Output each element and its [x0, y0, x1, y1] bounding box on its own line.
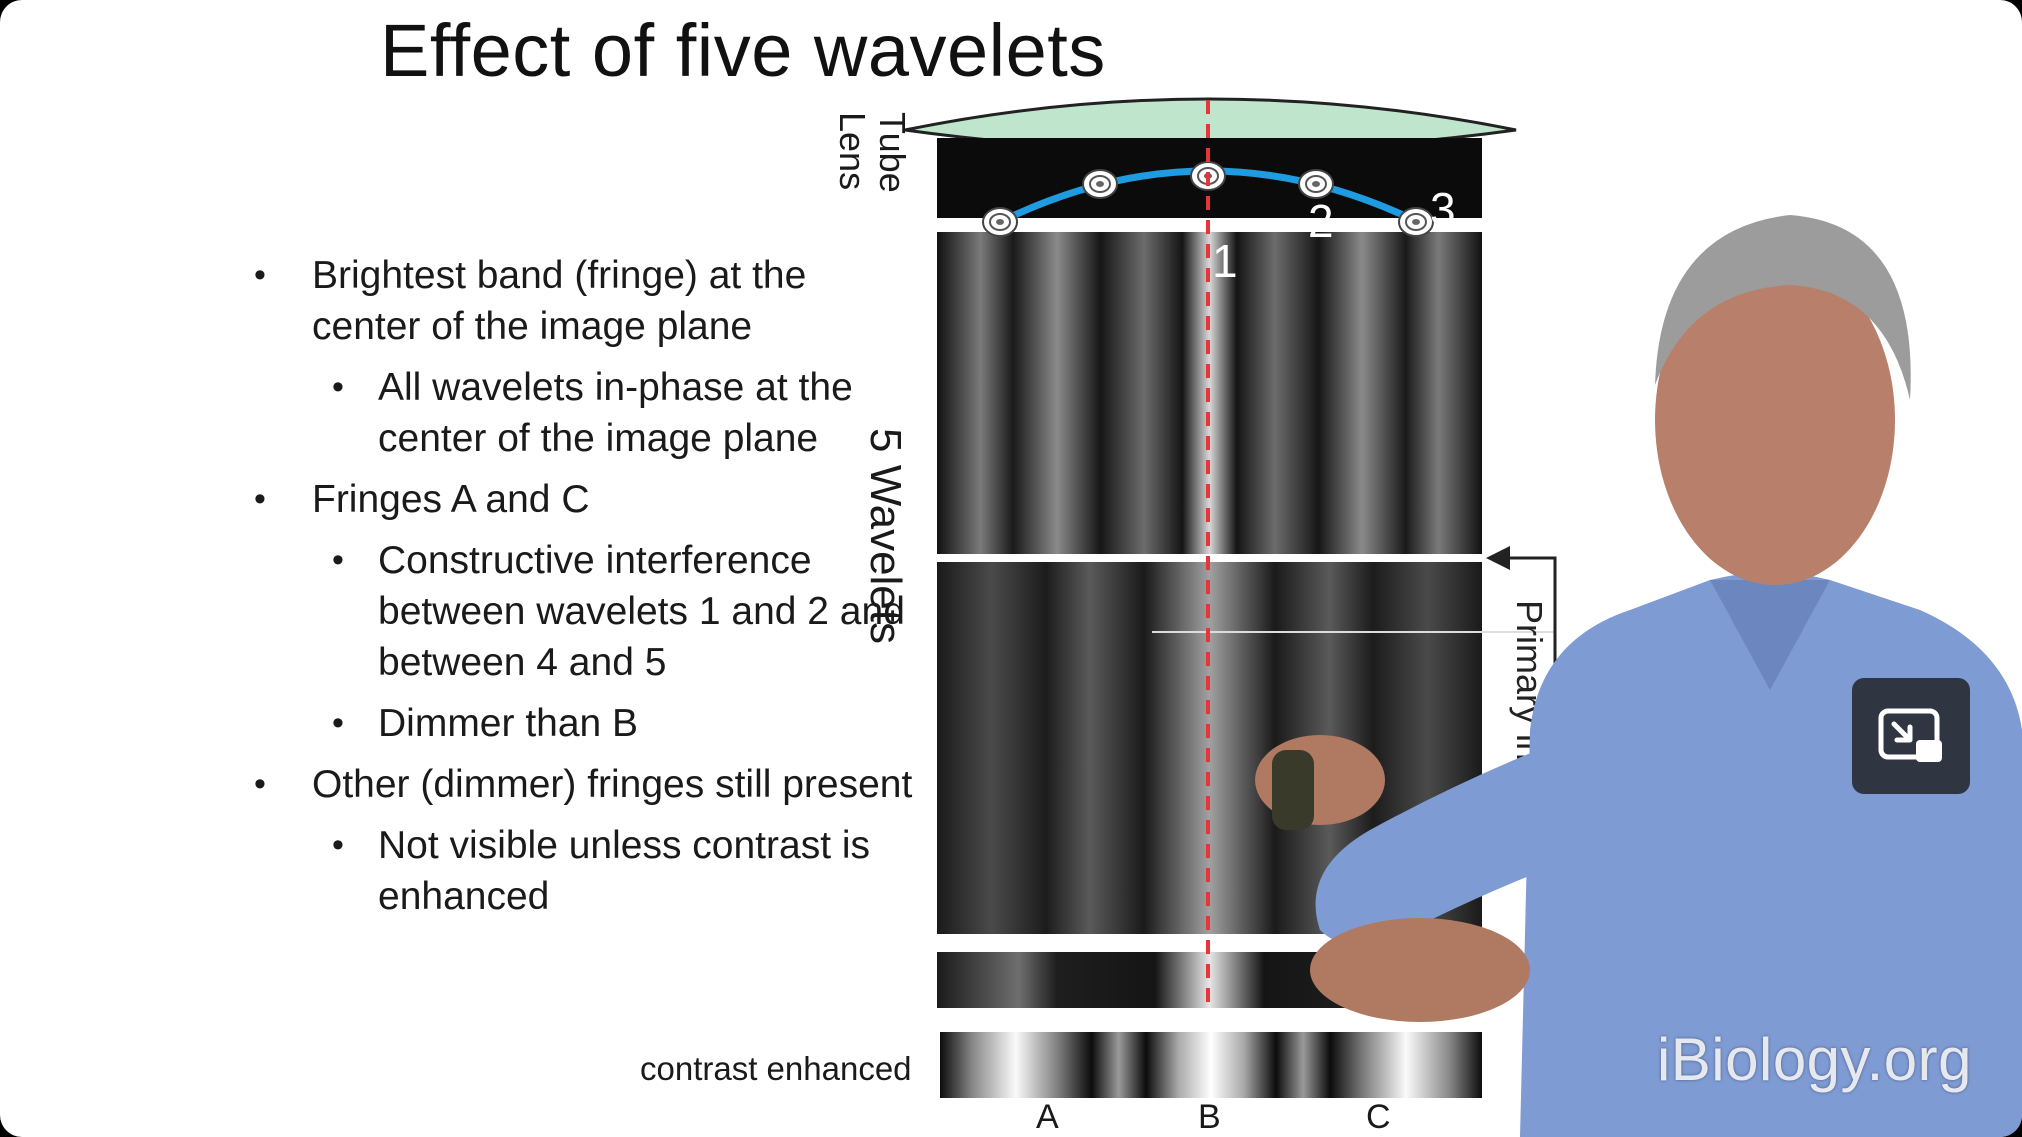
wavelet-number-label: 2: [1308, 195, 1334, 247]
sub-bullet-item: Constructive interference between wavele…: [240, 535, 920, 688]
sub-bullet-item: All wavelets in-phase at the center of t…: [240, 362, 920, 464]
tube-label-line: Tube: [872, 112, 913, 193]
picture-in-picture-exit-icon: [1878, 708, 1942, 762]
wavelet-source-icon: [1082, 169, 1118, 199]
wavelet-number-label: 3: [1430, 183, 1456, 235]
bullet-list: Brightest band (fringe) at the center of…: [240, 250, 920, 932]
fringe-label-a: A: [1036, 1098, 1059, 1136]
fringe-label-c: C: [1366, 1098, 1391, 1136]
wavelets-label: 5 Wavelets: [861, 428, 910, 645]
wavelet-source-icon: [1298, 169, 1334, 199]
bullet-item: Fringes A and C: [240, 474, 920, 525]
wavelet-number-label: 1: [1212, 235, 1238, 287]
lens-label-line: Lens: [832, 112, 873, 191]
bullet-item: Other (dimmer) fringes still present: [240, 759, 920, 810]
wavelet-source-icon: [982, 207, 1018, 237]
bullet-item: Brightest band (fringe) at the center of…: [240, 250, 920, 352]
arrow-head-icon: [1486, 546, 1510, 570]
slide-title: Effect of five wavelets: [380, 9, 1106, 92]
presenter-figure: [1255, 215, 2022, 1137]
tube-lens-label: Tube Lens: [832, 112, 913, 193]
sub-bullet-item: Dimmer than B: [240, 698, 920, 749]
sub-bullet-item: Not visible unless contrast is enhanced: [240, 820, 920, 922]
picture-in-picture-button[interactable]: [1852, 678, 1970, 794]
fringe-label-b: B: [1198, 1098, 1221, 1136]
watermark-logo: iBiology.org: [1656, 1026, 1972, 1093]
contrast-enhanced-label: contrast enhanced: [640, 1050, 912, 1087]
contrast-enhanced-strip: [940, 1032, 1482, 1098]
wavelet-source-icon: [1398, 207, 1434, 237]
